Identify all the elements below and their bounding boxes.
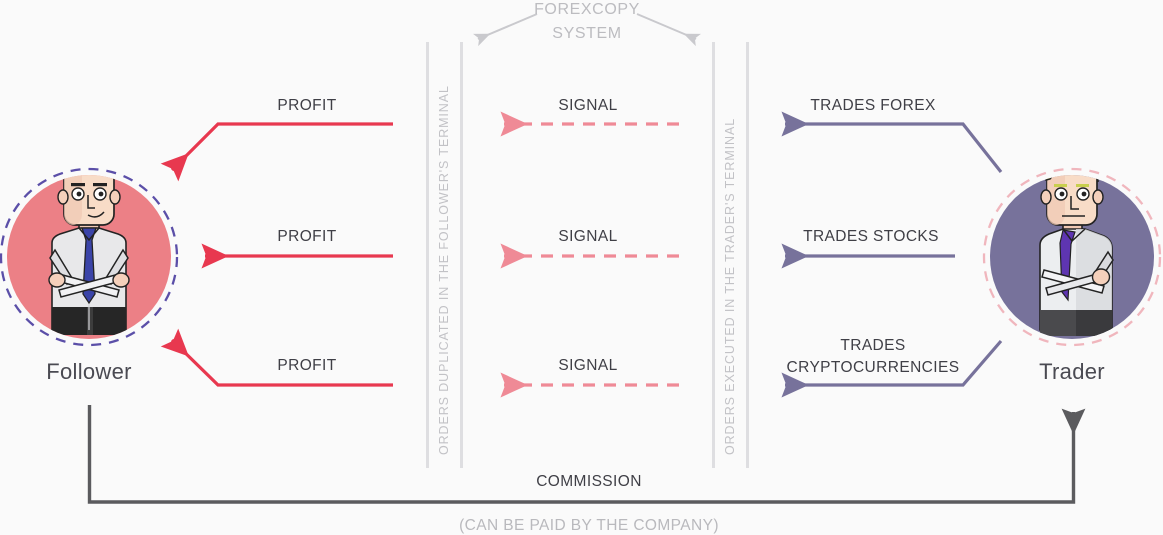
trader-name: Trader — [1039, 359, 1105, 384]
column-divider-lines — [426, 42, 749, 468]
signal-arrow-group — [500, 111, 679, 398]
trader-avatar — [982, 167, 1162, 347]
system-pointer-arrows — [473, 13, 701, 47]
commission-path — [87, 405, 1086, 504]
profit-arrow-1 — [160, 122, 393, 182]
follower-avatar — [0, 167, 179, 347]
trades-forex-arrow — [781, 111, 1003, 173]
profit-arrow-3 — [160, 328, 393, 387]
trades-arrow-group — [781, 111, 1003, 398]
follower-name: Follower — [46, 359, 132, 384]
profit-arrow-group — [160, 122, 393, 387]
trades-crypto-arrow — [781, 339, 1003, 398]
